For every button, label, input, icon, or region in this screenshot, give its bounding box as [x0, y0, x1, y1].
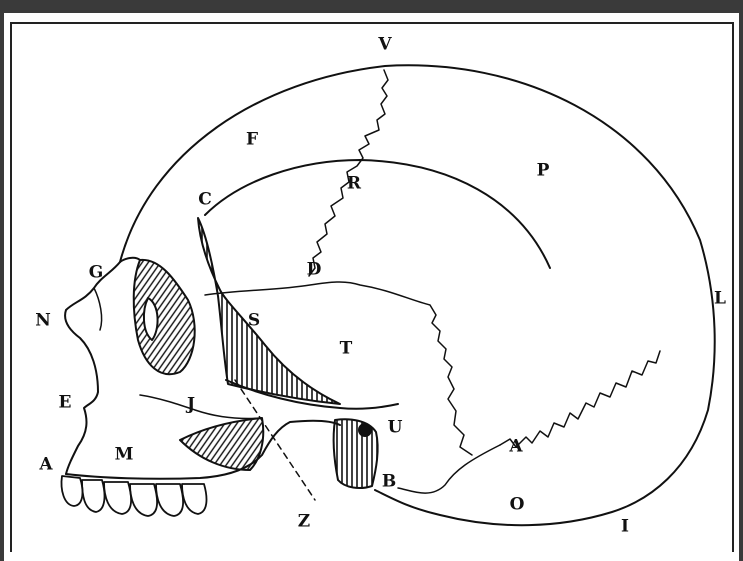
label-D: D: [307, 262, 322, 279]
temporal-line: [205, 160, 550, 268]
label-N: N: [35, 313, 51, 330]
ear-canal: [359, 424, 371, 436]
orbit: [134, 260, 195, 374]
label-E: E: [59, 395, 72, 412]
label-J: J: [187, 397, 195, 414]
label-Z: Z: [298, 514, 310, 531]
nasal-bone: [94, 288, 102, 330]
label-B: B: [382, 474, 396, 491]
label-U: U: [388, 420, 403, 437]
label-A-upper: A: [509, 439, 522, 456]
label-P: P: [537, 163, 550, 180]
lambdoid-suture: [500, 351, 660, 447]
label-F: F: [246, 132, 258, 149]
label-R: R: [347, 176, 361, 193]
face-profile: [65, 262, 120, 474]
label-G: G: [89, 265, 104, 282]
label-V: V: [378, 37, 391, 54]
label-C: C: [198, 192, 212, 209]
jugal-line: [140, 395, 262, 418]
label-L: L: [714, 291, 726, 308]
teeth: [62, 476, 207, 516]
label-M: M: [115, 447, 134, 464]
label-A-lower: A: [39, 457, 52, 474]
label-T: T: [340, 341, 353, 358]
maxilla-shade: [180, 418, 263, 470]
occipital-suture: [398, 445, 500, 493]
label-I: I: [621, 519, 629, 536]
label-S: S: [248, 313, 260, 330]
label-O: O: [510, 497, 525, 514]
brow-ridge: [120, 258, 140, 262]
